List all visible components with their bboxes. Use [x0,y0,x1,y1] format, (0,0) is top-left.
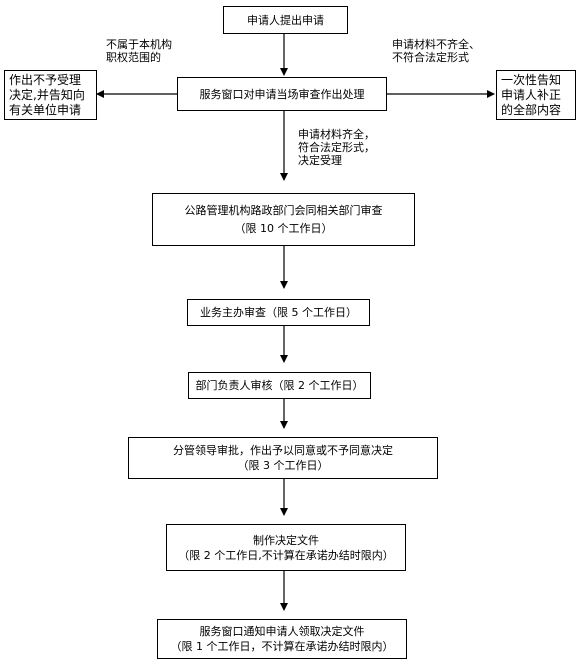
node-examine: 业务主办审查（限 5 个工作日） [187,299,370,326]
label-not-in-scope: 不属于本机构 职权范围的 [106,38,172,64]
node-deliver-line-1: 服务窗口通知申请人领取决定文件 [199,625,365,638]
node-audit-text: 部门负责人审核（限 2 个工作日） [195,379,364,392]
node-window-text: 服务窗口对申请当场审查作出处理 [199,87,365,101]
label-accepted-line-3: 决定受理 [298,154,342,167]
node-approve-line-1: 分管领导审批，作出予以同意或不予同意决定 [173,444,393,457]
node-review-line-1: 公路管理机构路政部门会同相关部门审查 [184,203,383,217]
node-reject-line-3: 有关单位申请 [9,102,82,117]
label-accepted-line-1: 申请材料齐全， [298,128,375,141]
node-deliver-line-2: （限 1 个工作日，不计算在承诺办结时限内） [170,640,394,653]
node-notify-line-2: 申请人补正 [501,87,562,102]
node-notify: 一次性告知 申请人补正 的全部内容 [496,70,576,120]
label-accepted: 申请材料齐全， 符合法定形式， 决定受理 [298,128,375,167]
node-reject-line-2: 决定,并告知向 [9,87,85,102]
label-accepted-line-2: 符合法定形式， [298,141,375,154]
node-produce-line-2: （限 2 个工作日,不计算在承诺办结时限内） [178,548,394,562]
label-incomplete-line-1: 申请材料不齐全、 [392,38,480,51]
node-produce-line-1: 制作决定文件 [253,533,319,547]
label-not-in-scope-line-1: 不属于本机构 [106,38,172,51]
node-audit: 部门负责人审核（限 2 个工作日） [188,372,371,399]
node-approve: 分管领导审批，作出予以同意或不予同意决定 （限 3 个工作日） [128,437,438,479]
node-reject: 作出不予受理 决定,并告知向 有关单位申请 [4,70,97,120]
node-approve-line-2: （限 3 个工作日） [237,459,329,472]
node-deliver: 服务窗口通知申请人领取决定文件 （限 1 个工作日，不计算在承诺办结时限内） [157,619,407,659]
node-start-text: 申请人提出申请 [247,13,324,27]
node-produce: 制作决定文件 （限 2 个工作日,不计算在承诺办结时限内） [166,524,406,571]
node-examine-text: 业务主办审查（限 5 个工作日） [200,306,357,319]
node-review: 公路管理机构路政部门会同相关部门审查 （限 10 个工作日） [152,193,415,246]
label-not-in-scope-line-2: 职权范围的 [106,51,161,64]
node-notify-line-1: 一次性告知 [501,72,562,87]
node-start: 申请人提出申请 [223,6,348,34]
label-incomplete: 申请材料不齐全、 不符合法定形式 [392,38,480,64]
node-notify-line-3: 的全部内容 [501,102,562,117]
node-reject-line-1: 作出不予受理 [9,72,82,87]
node-window: 服务窗口对申请当场审查作出处理 [177,77,387,111]
label-incomplete-line-2: 不符合法定形式 [392,51,469,64]
node-review-line-2: （限 10 个工作日） [234,221,333,235]
